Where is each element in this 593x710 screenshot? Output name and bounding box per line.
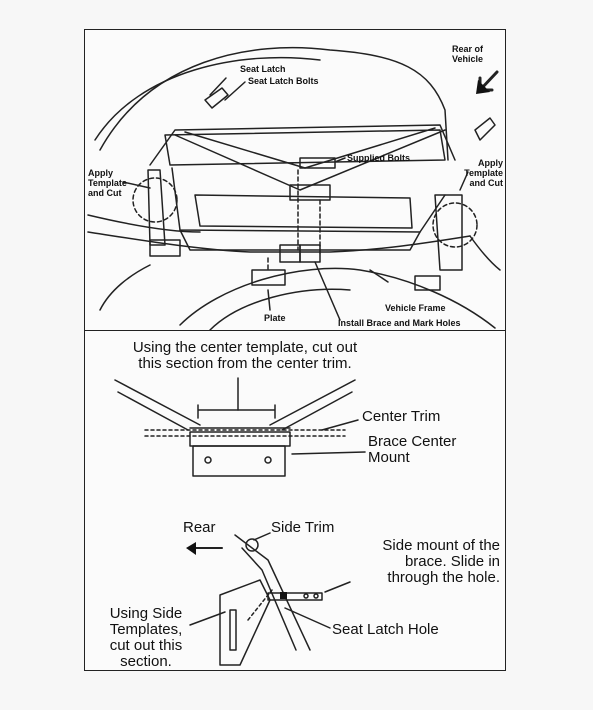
panel-divider bbox=[84, 330, 506, 331]
side-templates-label: Using Side Templates, cut out this secti… bbox=[109, 605, 183, 670]
rear-of-vehicle-arrow-head bbox=[476, 80, 490, 94]
center-trim-label: Center Trim bbox=[362, 408, 441, 425]
brace-center-mount-label: Brace Center Mount bbox=[368, 433, 457, 466]
apply-template-left-label: Apply Template and Cut bbox=[88, 168, 127, 198]
center-template-instruction: Using the center template, cut out this … bbox=[132, 339, 358, 372]
seat-latch-hole-label: Seat Latch Hole bbox=[332, 621, 439, 638]
rear-label: Rear bbox=[183, 519, 216, 536]
plate-label: Plate bbox=[264, 313, 286, 323]
top-leaders bbox=[122, 77, 469, 321]
seat-latch-bolts-label: Seat Latch Bolts bbox=[248, 76, 319, 86]
rear-of-vehicle-label: Rear of Vehicle bbox=[452, 44, 484, 64]
center-trim-sketch bbox=[114, 377, 366, 477]
diagram-frame bbox=[84, 29, 506, 671]
apply-template-right-label: Apply Template and Cut bbox=[464, 158, 503, 188]
side-trim-sketch bbox=[189, 532, 351, 666]
supplied-bolts-label: Supplied Bolts bbox=[347, 153, 410, 163]
side-mount-label: Side mount of the brace. Slide in throug… bbox=[382, 537, 500, 586]
hole-marker bbox=[280, 592, 287, 599]
dashed-guides bbox=[132, 169, 478, 273]
brace-assembly bbox=[147, 87, 496, 291]
vehicle-frame-label: Vehicle Frame bbox=[385, 303, 446, 313]
seat-latch-label: Seat Latch bbox=[240, 64, 286, 74]
vehicle-body-outline bbox=[87, 46, 501, 331]
install-brace-label: Install Brace and Mark Holes bbox=[338, 318, 461, 328]
rear-arrow-head bbox=[186, 542, 196, 555]
side-trim-label: Side Trim bbox=[271, 519, 335, 536]
